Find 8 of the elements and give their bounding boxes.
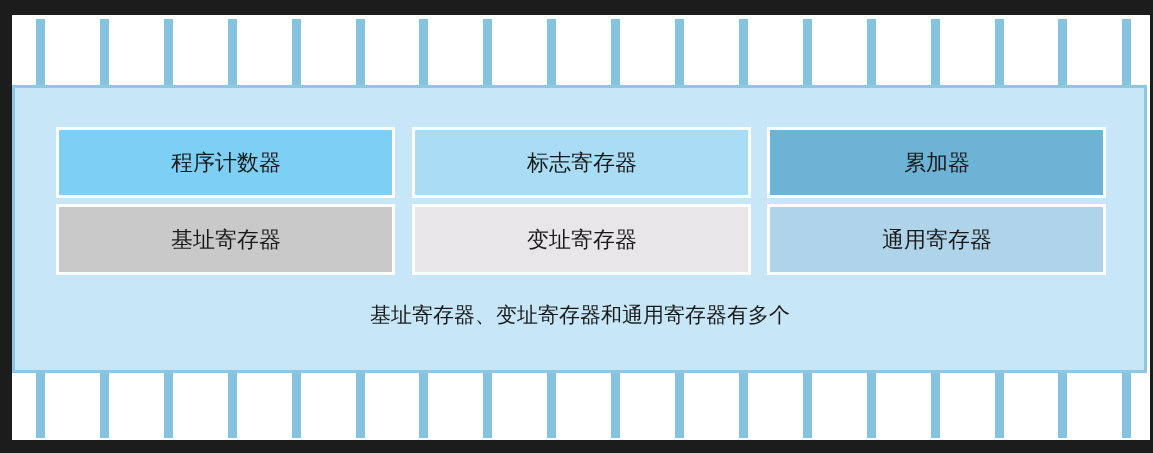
- note-text: 基址寄存器、变址寄存器和通用寄存器有多个: [368, 302, 791, 329]
- register-box: 程序计数器: [56, 127, 395, 198]
- register-box: 通用寄存器: [767, 204, 1106, 275]
- register-box: 基址寄存器: [56, 204, 395, 275]
- register-box: 标志寄存器: [412, 127, 751, 198]
- register-box: 累加器: [767, 127, 1106, 198]
- chip-body: [12, 85, 1147, 373]
- register-box: 变址寄存器: [412, 204, 751, 275]
